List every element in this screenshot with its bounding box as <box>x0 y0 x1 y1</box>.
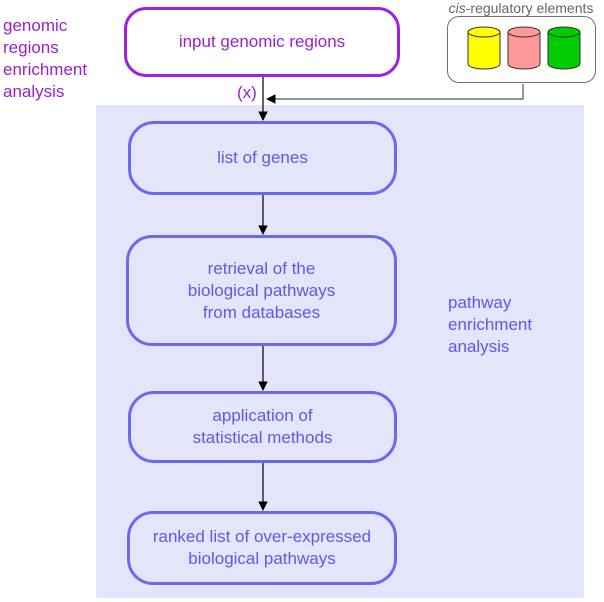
cylinder-pink <box>507 26 541 70</box>
cylinder-yellow <box>467 26 501 70</box>
x-marker-label: (x) <box>237 83 257 102</box>
pathway-label-line-2: enrichment <box>448 315 533 334</box>
input-genomic-regions-box: input genomic regions <box>124 7 400 77</box>
genomic-label-line-4: analysis <box>3 82 65 101</box>
statistical-methods-box: application of statistical methods <box>128 391 397 463</box>
step-2-line-2: biological pathways <box>187 280 336 300</box>
genomic-label-line-3: enrichment <box>3 60 88 79</box>
list-of-genes-box: list of genes <box>128 121 397 195</box>
cis-regulatory-elements-title: cis-regulatory elements <box>438 0 604 17</box>
genomic-label-line-2: regions <box>3 38 59 57</box>
cre-title-italic: cis <box>448 0 466 16</box>
step-2-line-1: retrieval of the <box>207 258 316 278</box>
genomic-regions-enrichment-label: genomic regions enrichment analysis <box>3 15 113 103</box>
step-1-line-1: list of genes <box>217 148 308 167</box>
input-box-label: input genomic regions <box>178 32 346 51</box>
pathway-label-line-3: analysis <box>448 337 510 356</box>
step-2-line-3: from databases <box>202 302 321 322</box>
retrieval-pathways-box: retrieval of the biological pathways fro… <box>126 235 397 346</box>
pathway-label-line-1: pathway <box>448 293 512 312</box>
cylinder-group <box>467 26 581 70</box>
arrow-cre-to-flow <box>266 84 524 104</box>
cylinder-green <box>547 26 581 70</box>
step-4-line-2: biological pathways <box>188 549 336 568</box>
step-3-line-1: application of <box>212 406 313 425</box>
pathway-enrichment-label: pathway enrichment analysis <box>448 292 558 358</box>
pathway-enrichment-panel <box>96 105 584 598</box>
step-4-line-1: ranked list of over-expressed <box>152 527 372 546</box>
ranked-pathways-box: ranked list of over-expressed biological… <box>127 511 397 585</box>
cre-title-rest: -regulatory elements <box>465 0 594 16</box>
genomic-label-line-1: genomic <box>3 16 68 35</box>
step-3-line-2: statistical methods <box>192 428 333 447</box>
